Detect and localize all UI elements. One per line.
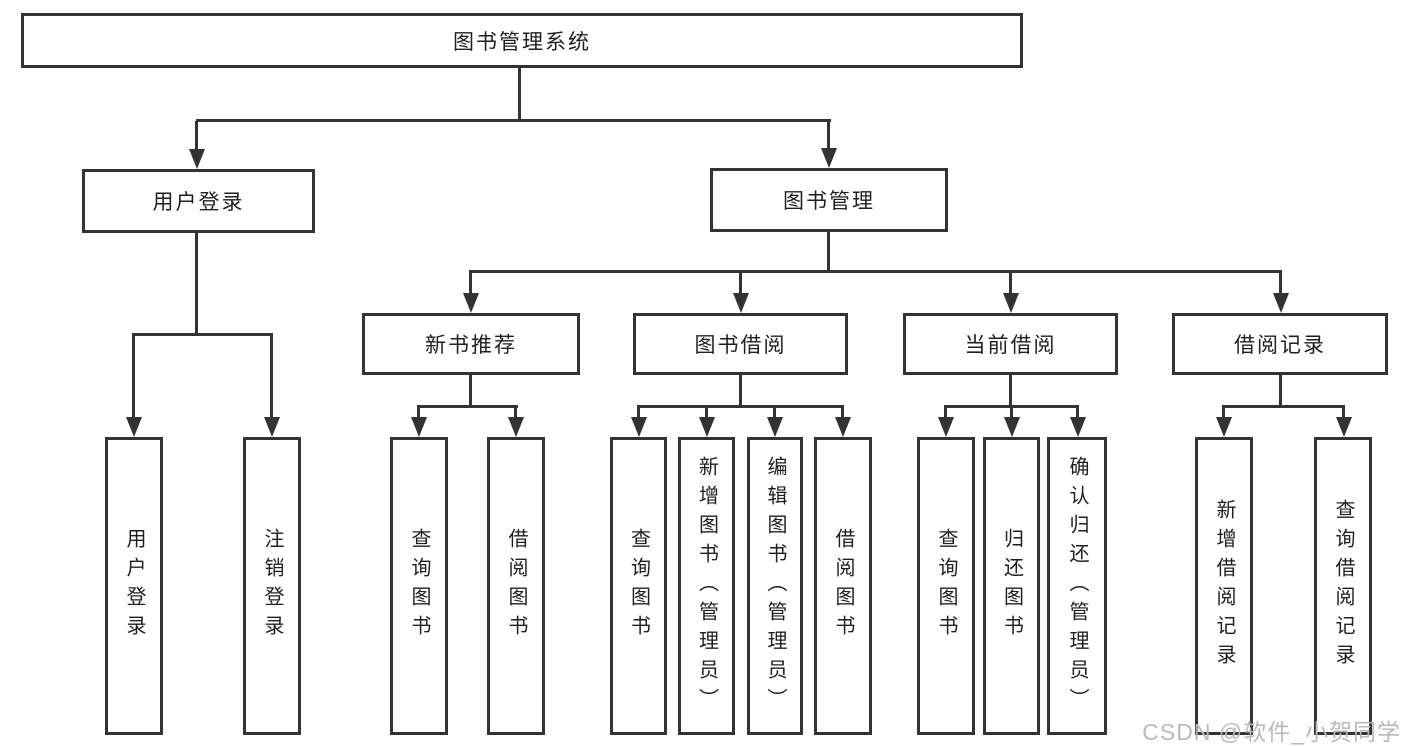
leaf-label: 借阅图书 (505, 528, 527, 644)
leaf-query-books-current: 查询图书 (917, 437, 975, 735)
leaf-borrow-books-recommend: 借阅图书 (487, 437, 545, 735)
connector-hline (944, 405, 1079, 408)
leaf-label: 注销登录 (261, 528, 283, 644)
connector-hline (417, 405, 518, 408)
arrow-down-icon (631, 417, 647, 437)
node-label: 当前借阅 (964, 334, 1057, 357)
node-label: 借阅记录 (1234, 334, 1326, 357)
connector-vline (827, 232, 830, 272)
node-borrowing-records: 借阅记录 (1172, 313, 1388, 375)
connector-vline (1342, 407, 1345, 419)
leaf-label: 确认归还（管理员） (1066, 455, 1088, 717)
leaf-label: 归还图书 (1000, 528, 1023, 644)
arrow-down-icon (835, 417, 851, 437)
node-label: 新书推荐 (425, 334, 517, 357)
leaf-label: 查询图书 (627, 528, 650, 644)
leaf-edit-book-admin: 编辑图书（管理员） (747, 437, 803, 735)
arrow-down-icon (1004, 417, 1020, 437)
connector-vline (518, 68, 521, 121)
leaf-query-borrow-record: 查询借阅记录 (1314, 437, 1372, 735)
arrow-down-icon (767, 417, 783, 437)
arrow-down-icon (821, 148, 837, 168)
connector-vline (841, 407, 844, 419)
leaf-label: 查询图书 (935, 528, 957, 644)
leaf-confirm-return-admin: 确认归还（管理员） (1047, 437, 1107, 735)
connector-vline (827, 121, 830, 151)
leaf-label: 新增图书（管理员） (695, 455, 718, 717)
connector-hline (637, 405, 844, 408)
node-label: 图书管理系统 (453, 30, 591, 54)
node-book-borrowing: 图书借阅 (633, 313, 848, 375)
leaf-add-borrow-record: 新增借阅记录 (1195, 437, 1253, 735)
connector-vline (1009, 375, 1012, 407)
connector-vline (705, 407, 708, 419)
leaf-label: 编辑图书（管理员） (764, 455, 786, 717)
node-new-book-recommend: 新书推荐 (362, 313, 580, 375)
connector-hline (132, 333, 273, 336)
connector-hline (469, 270, 1282, 273)
connector-vline (1009, 272, 1012, 295)
connector-vline (270, 335, 273, 419)
arrow-down-icon (1273, 293, 1289, 313)
connector-vline (514, 407, 517, 419)
arrow-down-icon (1216, 417, 1232, 437)
leaf-add-book-admin: 新增图书（管理员） (678, 437, 735, 735)
leaf-label: 查询图书 (408, 528, 430, 644)
leaf-user-login: 用户登录 (105, 437, 163, 735)
node-label: 图书借阅 (694, 334, 787, 357)
arrow-down-icon (508, 417, 524, 437)
arrow-down-icon (1003, 293, 1019, 313)
connector-vline (739, 272, 742, 295)
leaf-label: 新增借阅记录 (1213, 499, 1235, 673)
connector-vline (1279, 272, 1282, 295)
connector-vline (944, 407, 947, 419)
arrow-down-icon (126, 417, 142, 437)
connector-vline (1279, 375, 1282, 407)
arrow-down-icon (264, 417, 280, 437)
node-library-system: 图书管理系统 (21, 13, 1023, 68)
leaf-borrow-books-borrowing: 借阅图书 (814, 437, 872, 735)
connector-vline (469, 375, 472, 407)
arrow-down-icon (189, 149, 205, 169)
connector-vline (132, 335, 135, 419)
leaf-query-books-recommend: 查询图书 (390, 437, 448, 735)
leaf-label: 用户登录 (123, 528, 145, 644)
connector-vline (773, 407, 776, 419)
arrow-down-icon (411, 417, 427, 437)
connector-vline (1076, 407, 1079, 419)
connector-vline (195, 233, 198, 335)
connector-vline (1010, 407, 1013, 419)
arrow-down-icon (463, 293, 479, 313)
node-label: 用户登录 (152, 191, 245, 214)
connector-vline (1222, 407, 1225, 419)
connector-vline (637, 407, 640, 419)
node-label: 图书管理 (783, 190, 875, 213)
connector-hline (196, 119, 831, 122)
leaf-query-books-borrowing: 查询图书 (610, 437, 667, 735)
arrow-down-icon (699, 417, 715, 437)
leaf-label: 查询借阅记录 (1332, 499, 1354, 673)
connector-hline (1222, 405, 1345, 408)
node-user-login: 用户登录 (82, 169, 315, 233)
connector-vline (417, 407, 420, 419)
leaf-return-book: 归还图书 (983, 437, 1040, 735)
leaf-logout: 注销登录 (243, 437, 301, 735)
node-book-management: 图书管理 (710, 168, 948, 232)
connector-vline (469, 272, 472, 295)
leaf-label: 借阅图书 (832, 528, 854, 644)
connector-vline (195, 121, 198, 151)
csdn-watermark: CSDN @软件_小贺同学 (1142, 719, 1401, 745)
node-current-borrowing: 当前借阅 (903, 313, 1118, 375)
arrow-down-icon (1070, 417, 1086, 437)
arrow-down-icon (938, 417, 954, 437)
arrow-down-icon (733, 293, 749, 313)
connector-vline (739, 375, 742, 407)
arrow-down-icon (1336, 417, 1352, 437)
